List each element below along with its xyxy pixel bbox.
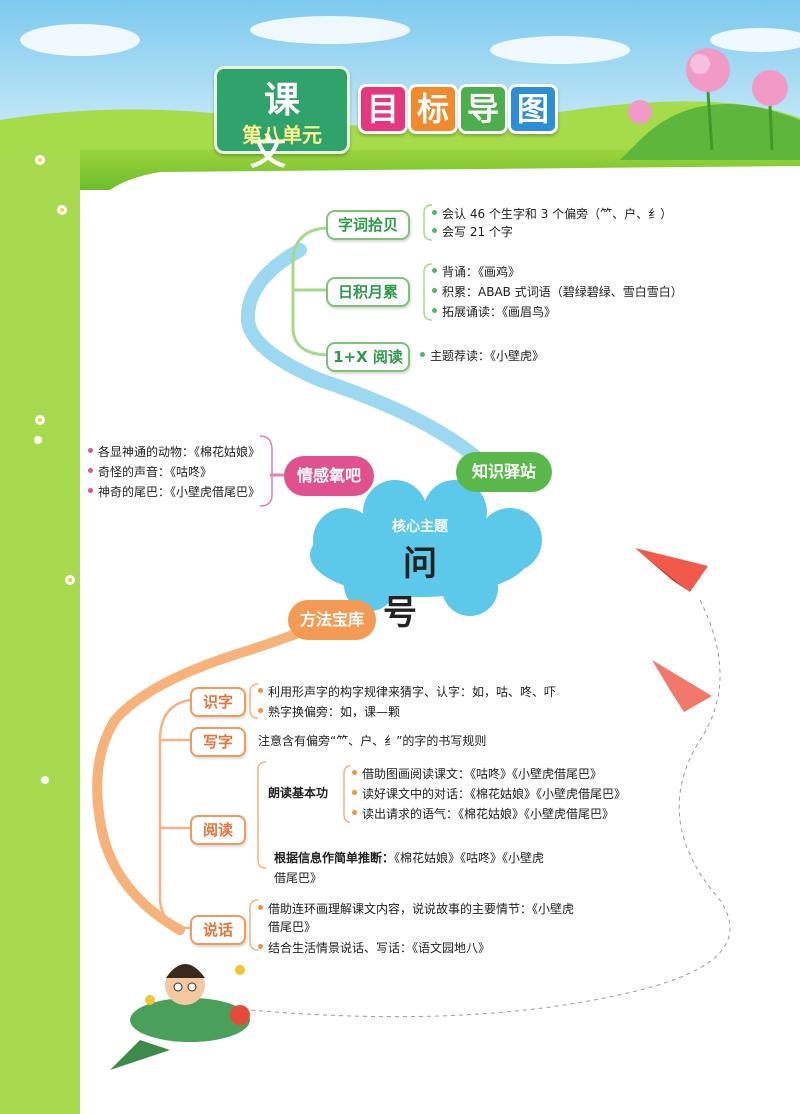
shizi-item-1: 利用形声字的构字规律来猜字、认字：如，咕、咚、吓: [258, 684, 556, 700]
rijiyuelei-item-1: 背诵：《画鸡》: [432, 264, 520, 280]
goal-char-1: 目: [358, 84, 408, 134]
emotion-item-1: 各显神通的动物：《棉花姑娘》: [88, 444, 260, 460]
flower-decoration: [620, 48, 800, 160]
node-reading-plus: 1+X 阅读: [326, 342, 410, 372]
core-cloud-shape: [310, 480, 542, 616]
core-theme: 问 号: [383, 544, 477, 633]
cloud-shape: [20, 16, 800, 64]
yuedu-sub2-line1: 根据信息作简单推断：《棉花姑娘》《咕咚》《小壁虎: [274, 851, 545, 865]
node-shuohua: 说话: [190, 915, 246, 945]
shizi-item-2: 熟字换偏旁：如，课—颗: [258, 704, 400, 720]
node-rijiyuelei: 日积月累: [326, 277, 410, 307]
branch-method: 方法宝库: [288, 600, 376, 640]
goal-char-4: 图: [508, 84, 558, 134]
rijiyuelei-item-2: 积累：ABAB 式词语（碧绿碧绿、雪白雪白）: [432, 284, 683, 300]
branch-knowledge-station: 知识驿站: [456, 452, 552, 492]
zici-item-2: 会写 21 个字: [432, 224, 513, 240]
node-xiezi: 写字: [190, 727, 246, 757]
branch-emotion: 情感氧吧: [284, 456, 374, 496]
emotion-item-3: 神奇的尾巴：《小壁虎借尾巴》: [88, 484, 260, 500]
lesson-title: 课 文: [249, 80, 328, 173]
node-shizi: 识字: [190, 687, 246, 717]
goal-char-3: 导: [458, 84, 508, 134]
shuohua-item-1-line2: 借尾巴》: [268, 920, 317, 934]
plane-character-illustration: [110, 964, 250, 1070]
zici-item-1: 会认 46 个生字和 3 个偏旁（⺮、户、纟）: [432, 206, 672, 222]
node-ziciship: 字词拾贝: [326, 210, 410, 240]
yuedu-sub1-item-3: 读出请求的语气：《棉花姑娘》《小壁虎借尾巴》: [352, 806, 614, 822]
paper-plane-icon: [635, 548, 712, 712]
xiezi-text: 注意含有偏旁“⺮、户、纟”的字的书写规则: [258, 734, 487, 748]
yuedu-sub1-label: 朗读基本功: [268, 786, 329, 800]
yuedu-sub2-line2: 借尾巴》: [274, 871, 323, 885]
emotion-item-2: 奇怪的声音：《咕咚》: [88, 464, 212, 480]
shuohua-item-1-line1: 借助连环画理解课文内容，说说故事的主要情节：《小壁虎: [258, 901, 574, 917]
unit-title: 第八单元: [242, 123, 322, 147]
lesson-title-badge: 课 文 第八单元: [214, 66, 350, 173]
goal-char-2: 标: [408, 84, 458, 134]
core-label: 核心主题: [392, 519, 448, 535]
reading-plus-item-1: 主题荐读：《小壁虎》: [420, 348, 544, 364]
shuohua-item-2: 结合生活情景说话、写话：《语文园地八》: [258, 940, 490, 956]
rijiyuelei-item-3: 拓展诵读：《画眉鸟》: [432, 304, 556, 320]
yuedu-sub1-item-2: 读好课文中的对话：《棉花姑娘》《小壁虎借尾巴》: [352, 786, 626, 802]
node-yuedu: 阅读: [190, 815, 246, 845]
yuedu-sub1-item-1: 借助图画阅读课文：《咕咚》《小壁虎借尾巴》: [352, 766, 602, 782]
